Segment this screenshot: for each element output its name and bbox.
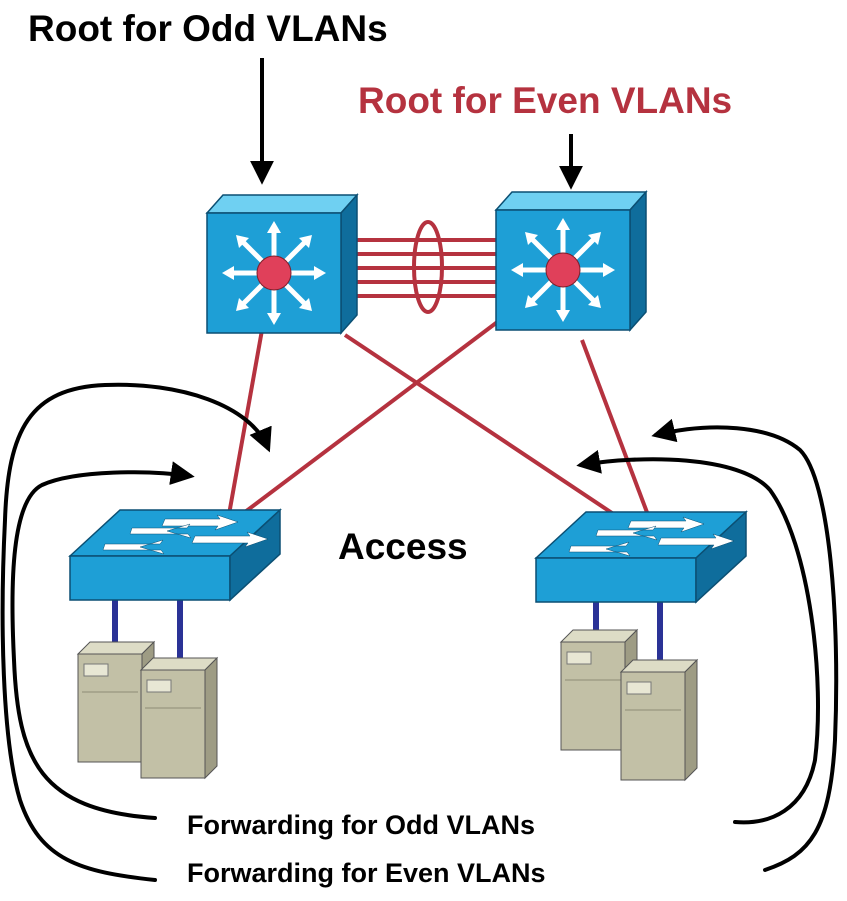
access-layer-label: Access xyxy=(338,526,468,567)
access-switch-icon xyxy=(535,511,747,603)
root-odd-vlans-label: Root for Odd VLANs xyxy=(28,8,388,49)
forwarding-paths xyxy=(0,382,839,882)
server-icon xyxy=(140,657,218,779)
uplinks xyxy=(226,318,650,521)
multilayer-switch-icon xyxy=(496,192,646,330)
server-icon xyxy=(620,659,698,781)
forwarding-odd-vlans-label: Forwarding for Odd VLANs xyxy=(187,810,535,840)
forwarding-even-vlans-label: Forwarding for Even VLANs xyxy=(187,858,546,888)
etherchannel-icon xyxy=(345,220,505,314)
access-switch-icon xyxy=(69,509,281,601)
multilayer-switch-icon xyxy=(207,195,357,333)
root-even-vlans-label: Root for Even VLANs xyxy=(358,80,733,121)
